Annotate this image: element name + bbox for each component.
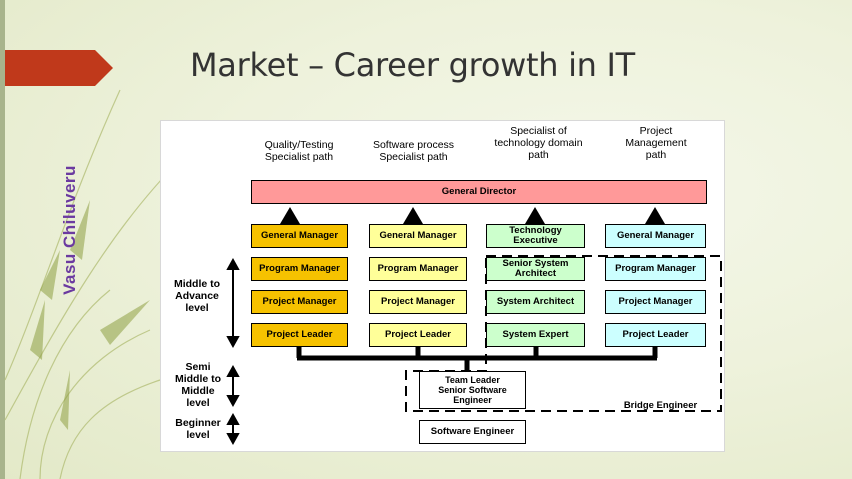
col2-general-manager: General Manager <box>369 224 467 248</box>
col2-program-manager: Program Manager <box>369 257 467 281</box>
col2-project-manager: Project Manager <box>369 290 467 314</box>
slide-title: Market – Career growth in IT <box>190 46 635 84</box>
path-header-project-management: Project Management path <box>625 125 687 161</box>
path-header-software-process: Software process Specialist path <box>372 139 455 163</box>
col2-project-leader: Project Leader <box>369 323 467 347</box>
col1-project-manager: Project Manager <box>251 290 348 314</box>
path-header-quality: Quality/Testing Specialist path <box>264 139 334 163</box>
col4-general-manager: General Manager <box>605 224 706 248</box>
level-middle-advance: Middle to Advance level <box>173 278 221 314</box>
accent-arrow-tab <box>5 50 113 86</box>
general-director-box: General Director <box>251 180 707 204</box>
col4-program-manager: Program Manager <box>605 257 706 281</box>
col3-senior-system-architect: Senior System Architect <box>486 257 585 281</box>
left-accent-bar <box>0 0 5 479</box>
level-semi-middle: Semi Middle to Middle level <box>174 361 222 409</box>
col1-program-manager: Program Manager <box>251 257 348 281</box>
col4-project-leader: Project Leader <box>605 323 706 347</box>
path-header-technology: Specialist of technology domain path <box>494 125 583 161</box>
col3-system-architect: System Architect <box>486 290 585 314</box>
col1-general-manager: General Manager <box>251 224 348 248</box>
career-diagram: Quality/Testing Specialist path Software… <box>160 120 725 452</box>
col3-technology-executive: Technology Executive <box>486 224 585 248</box>
author-name: Vasu Chiluveru <box>60 165 79 295</box>
team-leader-box: Team Leader Senior Software Engineer <box>419 371 526 409</box>
bridge-engineer-label: Bridge Engineer <box>623 400 698 411</box>
col4-project-manager: Project Manager <box>605 290 706 314</box>
software-engineer-box: Software Engineer <box>419 420 526 444</box>
level-beginner: Beginner level <box>175 417 221 441</box>
col3-system-expert: System Expert <box>486 323 585 347</box>
col1-project-leader: Project Leader <box>251 323 348 347</box>
